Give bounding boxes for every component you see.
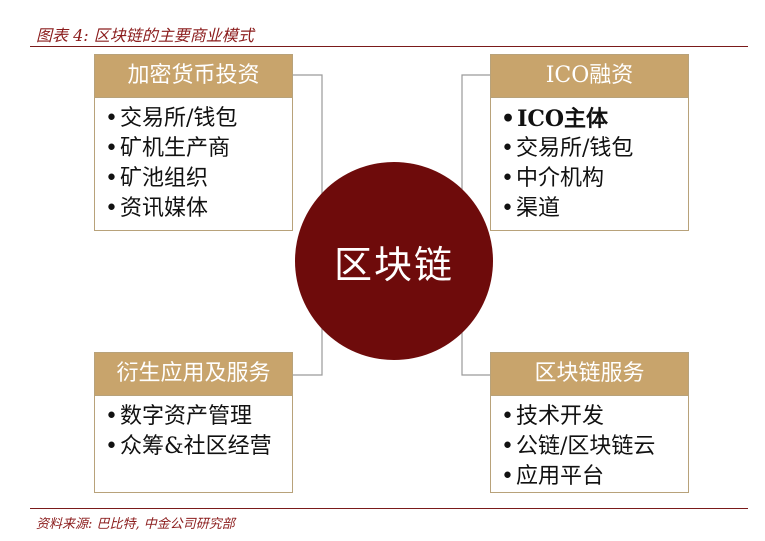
list-item: •技术开发 [501, 404, 604, 429]
box-crypto-investment: 加密货币投资 •交易所/钱包 •矿机生产商 •矿池组织 •资讯媒体 [94, 54, 293, 231]
list-item: •数字资产管理 [105, 404, 252, 429]
list-item: •资讯媒体 [105, 196, 208, 221]
box-ico-financing-title: ICO融资 [491, 55, 688, 98]
page-title: 图表 4: 区块链的主要商业模式 [36, 26, 254, 45]
list-item: •应用平台 [501, 464, 604, 489]
list-item: •众筹&社区经营 [105, 434, 272, 459]
box-derivative-apps-title: 衍生应用及服务 [95, 353, 292, 396]
list-item: •矿机生产商 [105, 136, 230, 161]
connector-bottom-right [461, 325, 490, 376]
list-item: •ICO主体 [501, 106, 609, 132]
list-item: •中介机构 [501, 166, 604, 191]
list-item: •交易所/钱包 [105, 106, 238, 131]
list-item: •矿池组织 [105, 166, 208, 191]
connector-top-right [461, 74, 490, 198]
center-label: 区块链 [333, 242, 454, 287]
box-blockchain-services: 区块链服务 •技术开发 •公链/区块链云 •应用平台 [490, 352, 689, 493]
box-ico-financing: ICO融资 •ICO主体 •交易所/钱包 •中介机构 •渠道 [490, 54, 689, 231]
connector-bottom-left [293, 325, 323, 376]
list-item: •公链/区块链云 [501, 434, 656, 459]
center-circle: 区块链 [295, 162, 493, 360]
box-derivative-apps: 衍生应用及服务 •数字资产管理 •众筹&社区经营 [94, 352, 293, 493]
list-item: •渠道 [501, 196, 560, 221]
footer-divider [30, 508, 748, 509]
box-crypto-investment-title: 加密货币投资 [95, 55, 292, 98]
connector-top-left [293, 74, 323, 198]
header-divider [30, 46, 748, 47]
list-item: •交易所/钱包 [501, 136, 634, 161]
source-note: 资料来源: 巴比特, 中金公司研究部 [36, 517, 235, 532]
box-blockchain-services-title: 区块链服务 [491, 353, 688, 396]
